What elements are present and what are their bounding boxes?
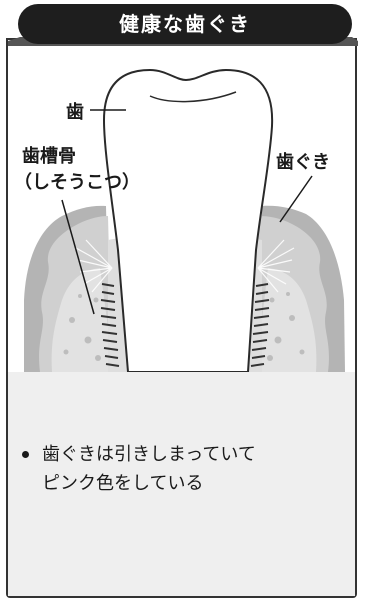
label-alveolar-bone: 歯槽骨 bbox=[22, 146, 76, 167]
page-title: 健康な歯ぐき bbox=[119, 12, 251, 36]
tooth-crown-line bbox=[149, 91, 237, 103]
gum-fibers-left bbox=[75, 239, 113, 293]
gum-fibers-right bbox=[257, 239, 295, 293]
label-tooth: 歯 bbox=[66, 102, 84, 123]
label-gum: 歯ぐき bbox=[276, 152, 330, 173]
label-alveolar-bone-reading: （しそうこつ） bbox=[14, 172, 140, 193]
periodontal-ligament-left bbox=[100, 283, 120, 367]
alveolar-bone-left bbox=[51, 268, 114, 372]
alveolar-bone-right bbox=[256, 268, 317, 372]
alveolar-bone-leader bbox=[61, 199, 95, 315]
tooth bbox=[102, 68, 274, 372]
title-banner bbox=[18, 4, 352, 44]
periodontal-ligament-right bbox=[250, 283, 270, 367]
note-panel bbox=[8, 372, 355, 596]
gum-leader bbox=[279, 175, 313, 223]
note-line-1: 歯ぐきは引きしまっていて bbox=[42, 444, 256, 465]
bullet-icon bbox=[22, 451, 29, 458]
bone-texture bbox=[63, 292, 305, 361]
note-line-2: ピンク色をしている bbox=[42, 473, 204, 494]
